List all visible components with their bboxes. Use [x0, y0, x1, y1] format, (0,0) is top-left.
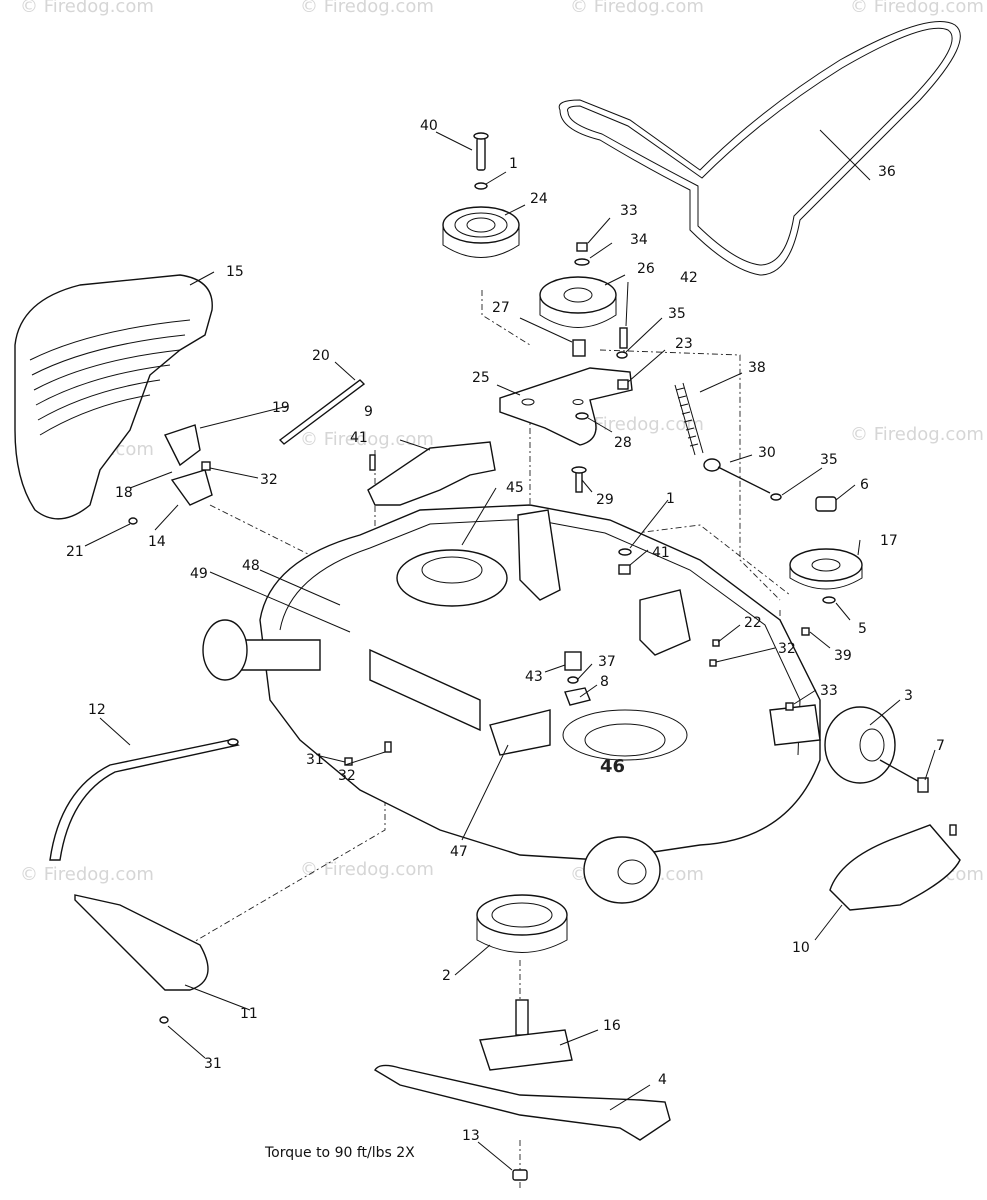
deck-size-label: 46	[600, 756, 625, 777]
callout-28: 28	[614, 435, 632, 451]
callout-26: 26	[637, 261, 655, 277]
rear-guard	[367, 441, 496, 506]
callout-9: 9	[364, 404, 373, 420]
callout-49: 49	[190, 566, 208, 582]
callout-23: 23	[675, 336, 693, 352]
pulley-17-stack	[789, 496, 863, 604]
callout-22: 22	[744, 615, 762, 631]
callout-32-right: 32	[778, 641, 796, 657]
callout-32-mid: 32	[338, 768, 356, 784]
callout-45: 43	[525, 669, 543, 685]
leader-lines	[84, 129, 936, 1171]
callout-31-bottom: 31	[204, 1056, 222, 1072]
watermark-7: © Firedog.com	[570, 414, 704, 435]
callout-33-top: 33	[620, 203, 638, 219]
watermarks: © Firedog.com © Firedog.com © Firedog.co…	[20, 0, 984, 885]
callout-20: 20	[312, 348, 330, 364]
callout-19: 19	[272, 400, 290, 416]
watermark-4: © Firedog.com	[850, 0, 984, 17]
callout-39: 39	[834, 648, 852, 664]
callout-5: 5	[858, 621, 867, 637]
watermark-9: © Firedog.com	[20, 864, 154, 885]
callout-1-top: 1	[509, 156, 518, 172]
callout-48: 48	[242, 558, 260, 574]
callout-18: 18	[115, 485, 133, 501]
callout-24: 24	[530, 191, 548, 207]
pulley-26-stack	[539, 242, 617, 357]
callout-25: 25	[472, 370, 490, 386]
callout-8: 8	[600, 674, 609, 690]
callout-17: 17	[880, 533, 898, 549]
callout-47: 47	[450, 844, 468, 860]
callout-37: 37	[598, 654, 616, 670]
callout-4: 4	[658, 1072, 667, 1088]
spindle-assembly	[374, 894, 671, 1181]
callouts: 40 1 24 33 34 26 42 27 35 23 25 28 38 30…	[66, 118, 945, 1144]
callout-6: 6	[860, 477, 869, 493]
callout-33-right: 33	[820, 683, 838, 699]
callout-27: 27	[492, 300, 510, 316]
callout-35-top: 35	[668, 306, 686, 322]
watermark-6: © Firedog.com	[300, 429, 434, 450]
discharge-chute	[829, 824, 961, 911]
callout-16: 16	[603, 1018, 621, 1034]
callout-21: 21	[66, 544, 84, 560]
callout-42: 41	[652, 545, 670, 561]
watermark-1: © Firedog.com	[20, 0, 154, 17]
idler-pulley-stack	[442, 132, 520, 258]
callout-3: 3	[904, 688, 913, 704]
deck-hardware	[344, 548, 810, 766]
callout-11: 11	[240, 1006, 258, 1022]
callout-41: 40	[420, 118, 438, 134]
callout-14: 14	[148, 534, 166, 550]
callout-10: 10	[792, 940, 810, 956]
callout-32-left: 32	[260, 472, 278, 488]
callout-13: 13	[462, 1128, 480, 1144]
spring-and-rod	[674, 382, 782, 501]
watermark-3: © Firedog.com	[570, 0, 704, 17]
callout-30: 30	[758, 445, 776, 461]
callout-46: 45	[506, 480, 524, 496]
callout-38: 38	[748, 360, 766, 376]
chute-bracket-parts	[128, 379, 366, 525]
callout-31-mid: 31	[306, 752, 324, 768]
watermark-2: © Firedog.com	[300, 0, 434, 17]
callout-43: 42	[680, 270, 698, 286]
callout-12: 12	[88, 702, 106, 718]
callout-1-mid: 1	[666, 491, 675, 507]
callout-2: 2	[442, 968, 451, 984]
callout-34: 34	[630, 232, 648, 248]
watermark-8: © Firedog.com	[850, 424, 984, 445]
idler-bracket	[499, 327, 633, 493]
mower-deck: 46	[239, 504, 821, 861]
belt	[558, 21, 961, 276]
torque-note: Torque to 90 ft/lbs 2X	[264, 1145, 415, 1161]
callout-40: 41	[350, 430, 368, 446]
deck-cover	[14, 274, 213, 520]
callout-15: 15	[226, 264, 244, 280]
callout-7: 7	[936, 738, 945, 754]
wheels	[202, 619, 929, 904]
watermark-10: © Firedog.com	[300, 859, 434, 880]
callout-29: 29	[596, 492, 614, 508]
baffles	[49, 738, 240, 1024]
callout-35-right: 35	[820, 452, 838, 468]
callout-36: 36	[878, 164, 896, 180]
